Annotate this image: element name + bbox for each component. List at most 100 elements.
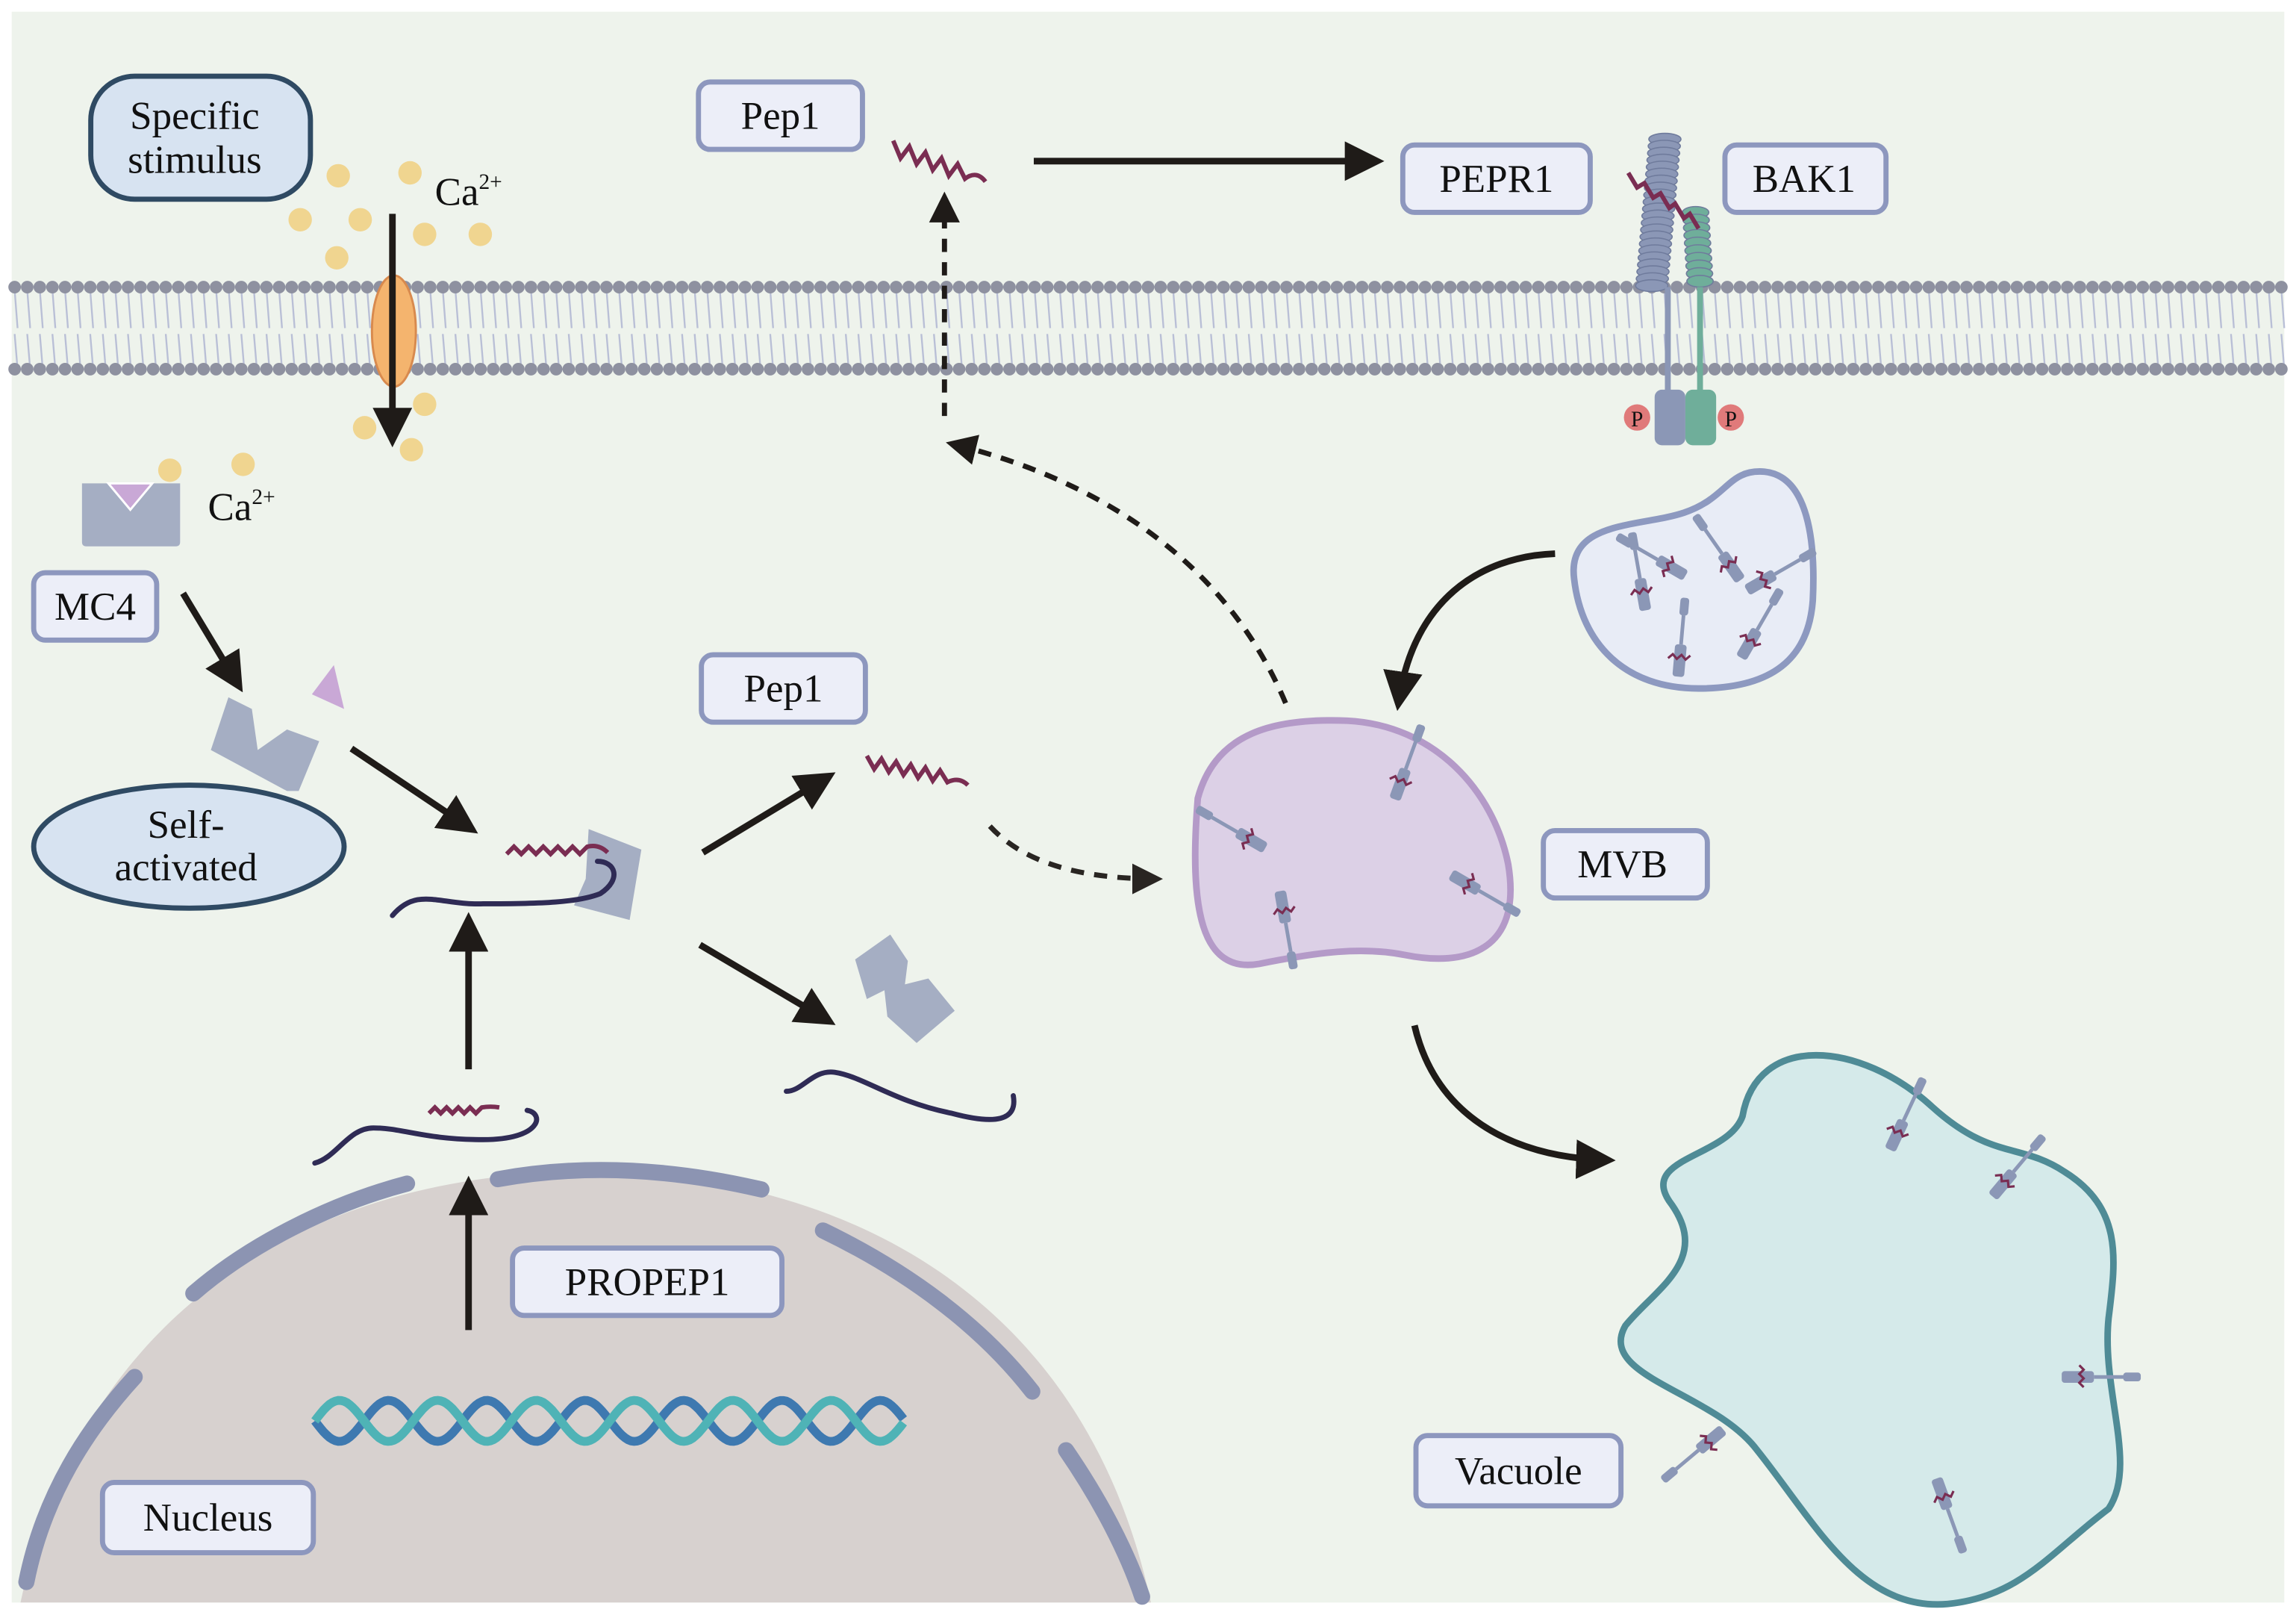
lipid-head (361, 362, 374, 376)
lipid-head (1519, 281, 1532, 293)
lipid-head (1179, 362, 1193, 376)
lipid-head (1066, 362, 1079, 376)
lipid-head (587, 362, 601, 376)
lipid-head (1884, 281, 1897, 293)
lipid-head (1028, 281, 1041, 293)
propep1-protein (312, 1104, 540, 1166)
lipid-head (1532, 281, 1545, 293)
mvb-text: MVB (1577, 843, 1668, 886)
lipid-head (134, 362, 147, 376)
lipid-head (2186, 281, 2200, 293)
lipid-head (2074, 362, 2086, 376)
bound-pep1 (1626, 171, 1701, 230)
lipid-head (537, 281, 550, 293)
lipid-head (2149, 281, 2162, 293)
lipid-head (1179, 281, 1193, 293)
lipid-head (234, 281, 248, 293)
lipid-head (436, 362, 449, 376)
lipid-head (713, 281, 726, 293)
lipid-head (826, 362, 840, 376)
lipid-head (247, 281, 261, 293)
internalized-receptor (1885, 1077, 1927, 1151)
lipid-head (1834, 281, 1847, 293)
lipid-head (1406, 362, 1419, 376)
lipid-head (449, 281, 462, 293)
lipid-head (1418, 281, 1432, 293)
lipid-head (2250, 362, 2263, 376)
lipid-head (1343, 362, 1356, 376)
lipid-head (890, 362, 903, 376)
lipid-head (1519, 362, 1532, 376)
lipid-head (1582, 362, 1595, 376)
lipid-head (1947, 362, 1961, 376)
lipid-head (1418, 362, 1432, 376)
internalized-receptor (1389, 724, 1426, 801)
mvb-label: MVB (1541, 827, 1710, 901)
phospho-left: P (1623, 404, 1650, 432)
lipid-head (952, 281, 966, 293)
pep1-label-top: Pep1 (696, 79, 865, 152)
lipid-head (902, 362, 915, 376)
pepr1-ectodomain (1635, 132, 1682, 293)
lipid-head (1305, 281, 1318, 293)
lipid-head (2098, 281, 2112, 293)
lipid-head (1620, 281, 1633, 293)
lipid-head (1721, 362, 1734, 376)
lipid-head (1381, 362, 1394, 376)
calcium-ion (348, 208, 372, 231)
lipid-head (1406, 281, 1419, 293)
lipid-head (1733, 281, 1747, 293)
lipid-head (1922, 281, 1935, 293)
lipid-head (537, 362, 550, 376)
lipid-head (688, 281, 702, 293)
pepr1-kinase-domain (1654, 389, 1685, 446)
lipid-head (1935, 281, 1948, 293)
lipid-head (701, 281, 714, 293)
lipid-head (8, 362, 22, 376)
lipid-head (348, 281, 361, 293)
lipid-head (234, 362, 248, 376)
lipid-head (58, 362, 72, 376)
lipid-head (499, 362, 513, 376)
lipid-head (1733, 362, 1747, 376)
lipid-head (914, 281, 928, 293)
lipid-head (1229, 362, 1243, 376)
lipid-head (1167, 362, 1180, 376)
lipid-head (1002, 362, 1016, 376)
lipid-head (802, 281, 814, 293)
prodomain-release-arrow (698, 942, 836, 1025)
lipid-head (1079, 281, 1092, 293)
bak1-text: BAK1 (1753, 158, 1856, 201)
internalized-receptor (1744, 548, 1817, 595)
specific-stimulus-text-2: stimulus (128, 139, 261, 182)
lipid-head (2111, 281, 2124, 293)
lrr-repeat (1686, 275, 1715, 288)
lipid-head (1683, 362, 1696, 376)
lipid-head (487, 362, 500, 376)
lipid-head (1494, 362, 1507, 376)
lipid-head (1859, 362, 1873, 376)
lipid-head (1154, 362, 1167, 376)
lipid-head (562, 281, 575, 293)
vacuole (1617, 1051, 2141, 1608)
calcium-label-top: Ca2+ (435, 170, 502, 214)
lipid-head (2111, 362, 2124, 376)
lipid-head (1141, 281, 1155, 293)
lipid-head (210, 362, 222, 376)
lipid-head (1041, 362, 1054, 376)
dna-strand (311, 1395, 908, 1446)
lipid-head (474, 281, 487, 293)
calcium-ion (399, 438, 423, 461)
lipid-head (965, 281, 979, 293)
lipid-head (1255, 281, 1268, 293)
lipid-head (411, 362, 424, 376)
lipid-head (1897, 362, 1910, 376)
lipid-head (965, 362, 979, 376)
lipid-head (927, 281, 940, 293)
lipid-head (877, 281, 890, 293)
lipid-head (726, 362, 739, 376)
lipid-head (2237, 281, 2250, 293)
lipid-head (247, 362, 261, 376)
lipid-head (46, 362, 59, 376)
lipid-head (311, 281, 323, 293)
